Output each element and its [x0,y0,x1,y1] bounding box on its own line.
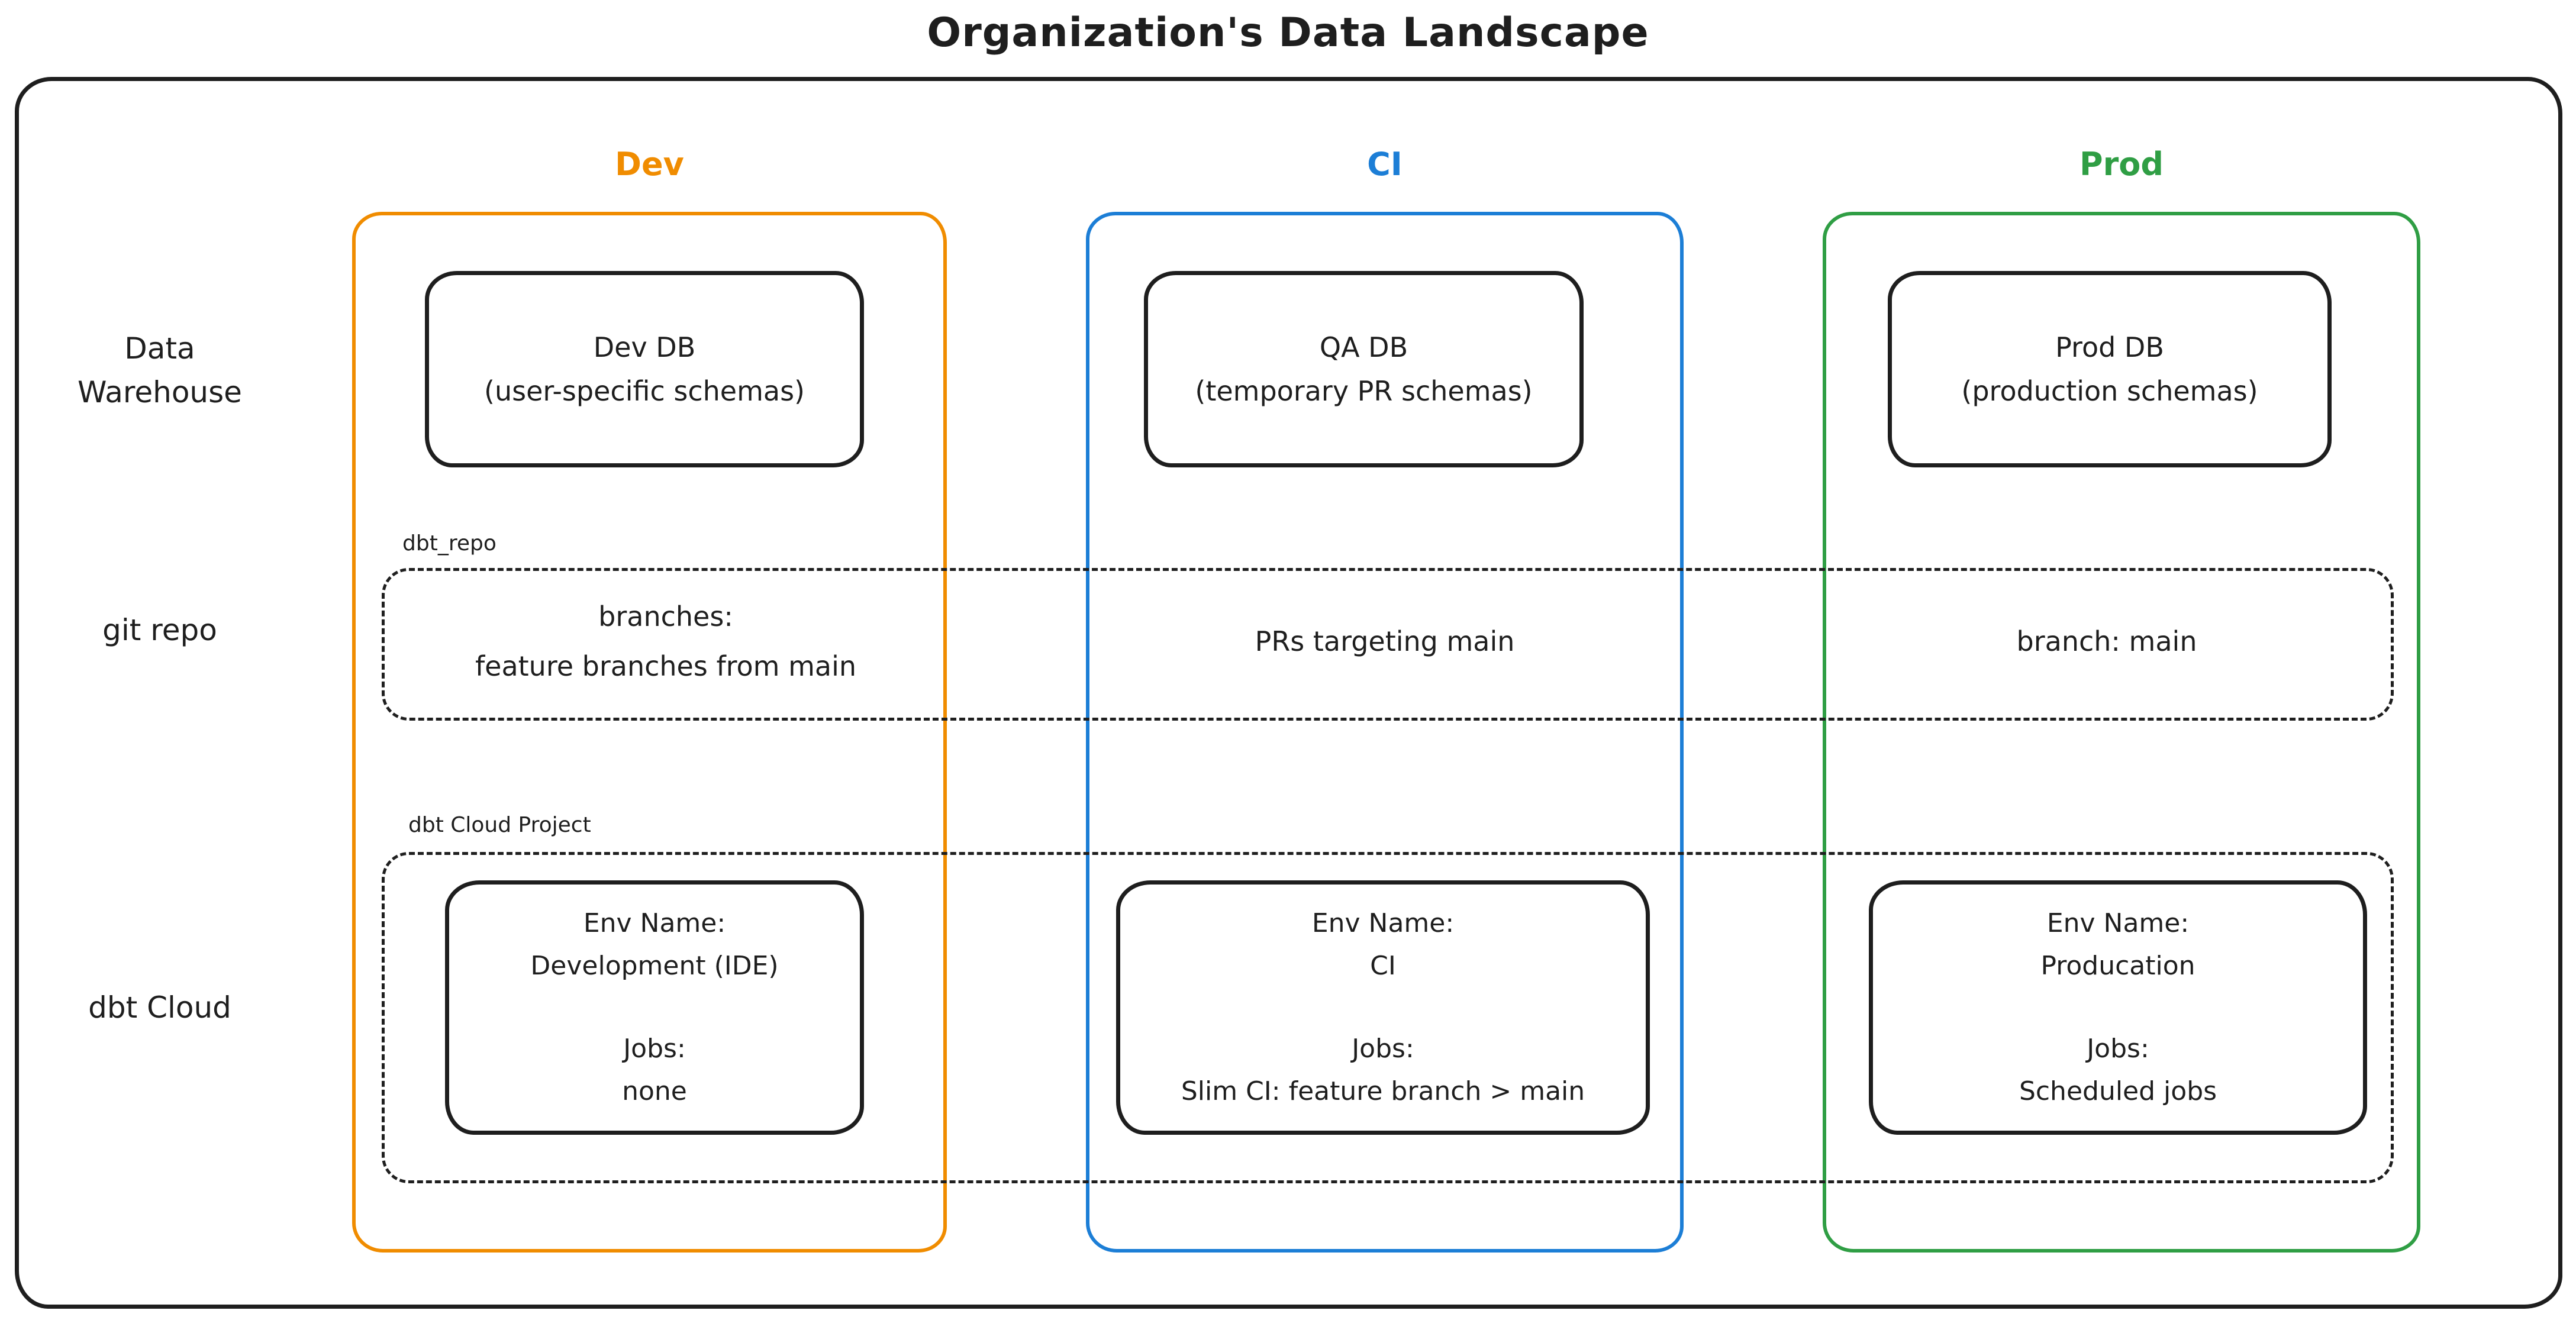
prod-db-name: Prod DB [2055,331,2164,363]
prod-jobs-value: Scheduled jobs [2019,1076,2217,1106]
row-label-dbt-cloud: dbt Cloud [88,990,231,1025]
prod-column-frame [1823,212,2420,1253]
ci-env-name-value: CI [1370,951,1396,981]
dev-environment-node: Env Name: Development (IDE) Jobs: none [445,880,864,1135]
dev-env-name-block: Env Name: Development (IDE) [530,902,778,987]
ci-env-name-block: Env Name: CI [1312,902,1454,987]
dbt-repo-dashed-container [382,568,2394,721]
row-label-data-warehouse-line2: Warehouse [78,375,242,409]
ci-column-label: CI [1367,146,1403,183]
qa-db-node: QA DB (temporary PR schemas) [1144,271,1584,467]
git-cell-dev-branches: branches: feature branches from main [385,568,947,715]
row-label-data-warehouse: Data Warehouse [30,327,290,414]
git-cell-ci-prs: PRs targeting main [1255,625,1515,657]
dev-column-frame [352,212,947,1253]
prod-db-detail: (production schemas) [1961,375,2258,407]
dev-env-name-label: Env Name: [583,908,726,938]
ci-column-frame [1086,212,1684,1253]
prod-env-name-label: Env Name: [2046,908,2190,938]
dbt-cloud-project-dashed-container [382,852,2394,1183]
row-label-git-repo: git repo [102,613,217,647]
ci-jobs-block: Jobs: Slim CI: feature branch > main [1181,1028,1585,1113]
prod-jobs-label: Jobs: [2087,1034,2149,1064]
ci-jobs-value: Slim CI: feature branch > main [1181,1076,1585,1106]
dev-db-name: Dev DB [593,331,696,363]
prod-environment-node: Env Name: Producation Jobs: Scheduled jo… [1869,880,2367,1135]
git-cell-dev-line2: feature branches from main [475,650,857,682]
row-label-data-warehouse-line1: Data [124,331,195,366]
prod-db-node: Prod DB (production schemas) [1888,271,2332,467]
dev-env-name-value: Development (IDE) [530,951,779,981]
dbt-repo-container-label: dbt_repo [402,531,496,556]
prod-jobs-block: Jobs: Scheduled jobs [2019,1028,2217,1113]
dev-db-detail: (user-specific schemas) [484,375,805,407]
dev-jobs-label: Jobs: [623,1034,686,1064]
prod-env-name-value: Producation [2040,951,2195,981]
qa-db-name: QA DB [1319,331,1408,363]
dev-jobs-value: none [622,1076,687,1106]
prod-column-label: Prod [2080,146,2164,183]
ci-jobs-label: Jobs: [1352,1034,1414,1064]
ci-env-name-label: Env Name: [1311,908,1455,938]
prod-env-name-block: Env Name: Producation [2040,902,2195,987]
dbt-cloud-project-container-label: dbt Cloud Project [408,813,591,837]
dev-db-node: Dev DB (user-specific schemas) [425,271,864,467]
dev-jobs-block: Jobs: none [622,1028,687,1113]
git-cell-prod-branch: branch: main [2016,625,2197,657]
diagram-title: Organization's Data Landscape [927,9,1649,56]
ci-environment-node: Env Name: CI Jobs: Slim CI: feature bran… [1116,880,1650,1135]
outer-boundary-frame [15,77,2562,1309]
git-cell-dev-line1: branches: [598,601,733,632]
dev-column-label: Dev [615,146,684,183]
qa-db-detail: (temporary PR schemas) [1195,375,1533,407]
